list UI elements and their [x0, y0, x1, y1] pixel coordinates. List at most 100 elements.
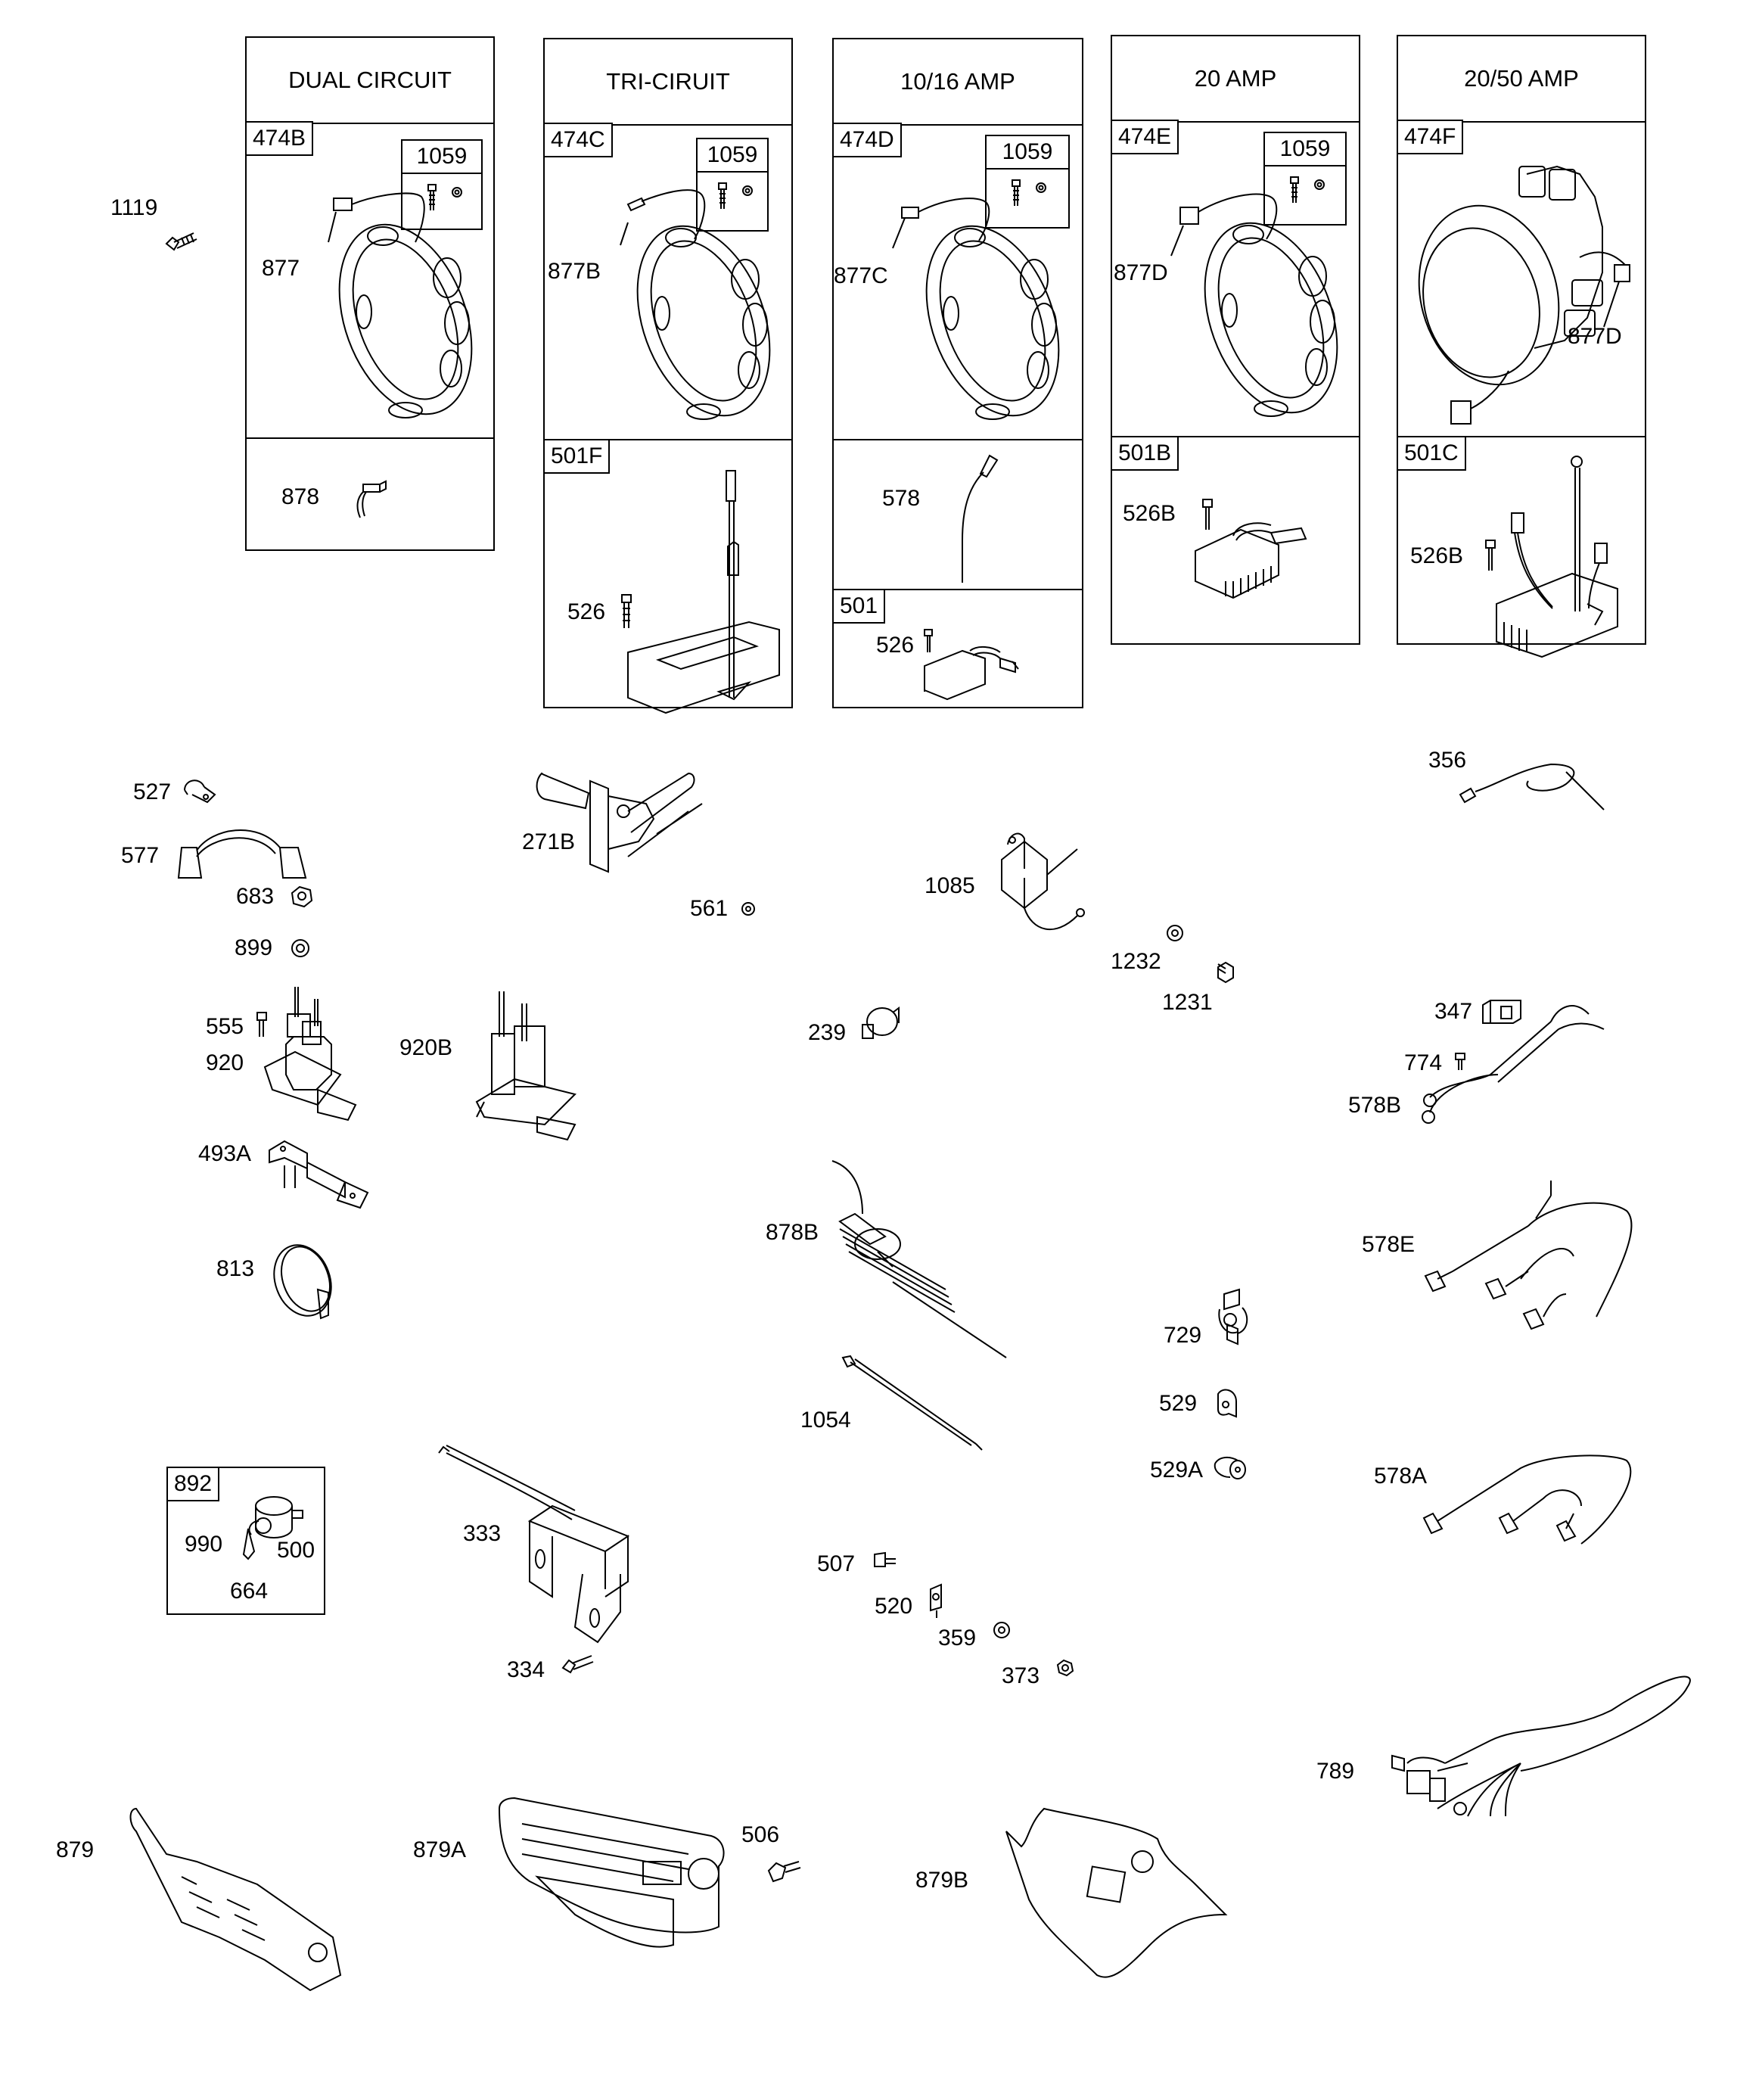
- part-tag-kit[interactable]: 892: [166, 1467, 220, 1501]
- part-tag-regulator[interactable]: 501: [832, 589, 886, 624]
- part-label[interactable]: 239: [808, 1020, 847, 1045]
- hardware-kit[interactable]: 1059: [1263, 132, 1347, 226]
- part-label[interactable]: 526B: [1410, 543, 1464, 568]
- part-label[interactable]: 506: [741, 1822, 780, 1847]
- ignition-coil-icon: [438, 1445, 630, 1644]
- screw-nut-icon: [1012, 179, 1046, 206]
- lock-washer-icon: [993, 1622, 1010, 1638]
- nut-icon: [1056, 1659, 1074, 1677]
- part-label[interactable]: 493A: [198, 1141, 252, 1166]
- part-label[interactable]: 529: [1159, 1391, 1198, 1416]
- battery-cable-icon: [177, 829, 307, 879]
- part-label[interactable]: 877: [262, 256, 300, 281]
- part-tag-regulator[interactable]: 501F: [543, 439, 611, 474]
- part-label[interactable]: 359: [938, 1626, 977, 1650]
- part-label[interactable]: 789: [1316, 1759, 1355, 1784]
- part-label[interactable]: 879A: [413, 1837, 467, 1862]
- part-tag-stator[interactable]: 474F: [1397, 120, 1464, 154]
- part-tag-stator[interactable]: 474C: [543, 123, 613, 157]
- regulator-icon: [627, 470, 780, 714]
- part-label[interactable]: 878: [281, 484, 320, 509]
- stator-icon: [328, 192, 473, 418]
- part-label[interactable]: 774: [1404, 1050, 1443, 1075]
- heat-shield-icon: [1005, 1807, 1228, 1978]
- part-label[interactable]: 879: [56, 1837, 95, 1862]
- part-label[interactable]: 1231: [1162, 990, 1213, 1015]
- part-label[interactable]: 877D: [1114, 260, 1168, 285]
- part-label[interactable]: 877D: [1568, 324, 1622, 349]
- part-tag-regulator[interactable]: 501C: [1397, 436, 1466, 471]
- part-label[interactable]: 356: [1428, 748, 1467, 773]
- part-label[interactable]: 578A: [1374, 1464, 1428, 1489]
- part-label[interactable]: 520: [875, 1594, 913, 1619]
- part-label[interactable]: 877C: [834, 263, 888, 288]
- regulator-icon: [1496, 456, 1618, 658]
- throttle-control-icon: [536, 772, 703, 873]
- part-label[interactable]: 878B: [766, 1220, 819, 1245]
- heat-shield-icon: [129, 1807, 342, 1992]
- hardware-kit[interactable]: 1059: [401, 139, 483, 230]
- part-label[interactable]: 1119: [110, 195, 158, 220]
- panel-20-50-amp: 20/50 AMP 474F 877D 501C 526B: [1397, 35, 1646, 658]
- ignition-switch-kit[interactable]: 892 990 500 664: [166, 1467, 325, 1615]
- part-label[interactable]: 526B: [1123, 501, 1176, 526]
- nut-icon: [291, 885, 313, 908]
- part-label[interactable]: 664: [230, 1579, 269, 1604]
- part-tag-stator[interactable]: 474E: [1111, 120, 1179, 154]
- part-label[interactable]: 577: [121, 843, 160, 868]
- screw-icon: [1455, 1053, 1465, 1070]
- part-label[interactable]: 899: [235, 935, 273, 960]
- part-label[interactable]: 561: [690, 896, 729, 921]
- hardware-kit[interactable]: 1059: [985, 135, 1070, 229]
- part-label[interactable]: 683: [236, 884, 275, 909]
- part-label[interactable]: 990: [185, 1532, 223, 1557]
- panel-header: TRI-CIRUIT: [545, 39, 791, 126]
- screw-icon: [165, 232, 197, 251]
- part-label[interactable]: 555: [206, 1014, 244, 1039]
- part-label[interactable]: 527: [133, 779, 172, 804]
- rectifier-icon: [1001, 832, 1085, 930]
- part-label[interactable]: 920: [206, 1050, 244, 1075]
- terminal-icon: [874, 1551, 896, 1567]
- part-label[interactable]: 879B: [915, 1868, 969, 1893]
- part-label[interactable]: 1054: [800, 1408, 851, 1433]
- part-label[interactable]: 1085: [925, 873, 975, 898]
- part-label[interactable]: 920B: [399, 1035, 453, 1060]
- cable-tie-icon: [841, 1355, 983, 1451]
- terminal-icon: [930, 1583, 942, 1618]
- lock-washer-icon: [291, 939, 309, 957]
- part-label[interactable]: 813: [216, 1256, 255, 1281]
- part-label[interactable]: 333: [463, 1521, 502, 1546]
- part-label[interactable]: 578: [882, 486, 921, 511]
- part-label[interactable]: 500: [277, 1538, 315, 1563]
- part-label[interactable]: 578B: [1348, 1093, 1402, 1118]
- lower-section: 878: [247, 439, 493, 552]
- part-label[interactable]: 1232: [1111, 949, 1161, 974]
- screw-nut-icon: [718, 182, 753, 209]
- screw-icon: [1217, 961, 1234, 984]
- panel-tri-circuit: TRI-CIRUIT 474C 1059 877B 501F 526: [543, 38, 793, 714]
- wire-harness-icon: [831, 1160, 1007, 1358]
- hardware-kit[interactable]: 1059: [696, 138, 769, 232]
- screw-icon: [256, 1012, 267, 1037]
- part-tag-stator[interactable]: 474B: [245, 121, 314, 156]
- part-label[interactable]: 334: [507, 1657, 545, 1682]
- part-label[interactable]: 578E: [1362, 1232, 1416, 1257]
- part-label[interactable]: 526: [876, 633, 915, 658]
- screw-icon: [767, 1861, 801, 1883]
- part-tag-stator[interactable]: 474D: [832, 123, 902, 157]
- part-label[interactable]: 529A: [1150, 1458, 1204, 1482]
- screw-icon: [1202, 499, 1213, 530]
- part-tag-regulator[interactable]: 501B: [1111, 436, 1179, 471]
- part-label[interactable]: 373: [1002, 1663, 1040, 1688]
- kit-label: 1059: [987, 136, 1068, 170]
- part-label[interactable]: 877B: [548, 259, 601, 284]
- part-label[interactable]: 347: [1434, 999, 1473, 1024]
- part-label[interactable]: 271B: [522, 829, 576, 854]
- part-label[interactable]: 526: [567, 599, 606, 624]
- part-label[interactable]: 507: [817, 1551, 856, 1576]
- solenoid-icon: [475, 991, 576, 1141]
- part-label[interactable]: 729: [1164, 1323, 1202, 1348]
- hose-clamp-icon: [273, 1244, 332, 1320]
- screw-icon: [1485, 540, 1496, 571]
